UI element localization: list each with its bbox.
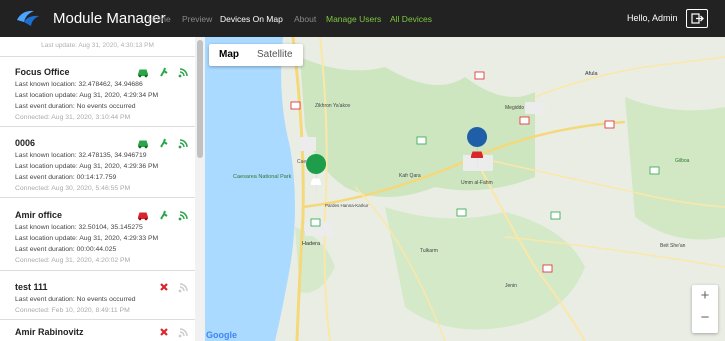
car-green-icon (138, 69, 148, 78)
zoom-control: + − (692, 285, 718, 333)
sidebar-scrollbar-thumb[interactable] (197, 40, 203, 158)
map-canvas[interactable]: Caesarea Caesarea National Park Hadera K… (205, 37, 725, 341)
map-type-satellite-button[interactable]: Satellite (257, 49, 293, 60)
map-type-control: Map Satellite (209, 44, 303, 66)
divider (0, 197, 195, 198)
app-title: Module Manager (53, 10, 166, 27)
map-label-hadera: Hadera (302, 241, 321, 247)
logout-button[interactable] (686, 9, 708, 28)
nav-manage-users[interactable]: Manage Users (326, 14, 382, 24)
device-location: Last known location: 32.478135, 34.94671… (15, 152, 147, 159)
disconnected-x-icon (160, 328, 168, 336)
map-label-pardes-hanna: Pardes Hanna-Karkur (325, 203, 369, 208)
device-connected: Connected: Feb 10, 2020, 8:49:11 PM (15, 307, 130, 314)
device-name: 0006 (15, 138, 36, 148)
divider (0, 126, 195, 127)
nav-home[interactable]: Home (148, 14, 171, 24)
car-red-icon (138, 212, 148, 221)
device-event-duration: Last event duration: 00:14:17.759 (15, 174, 117, 181)
signal-green-icon (178, 68, 188, 78)
app-logo-icon (17, 10, 39, 26)
map-label-kafr-qara: Kafr Qara (399, 173, 421, 179)
device-location-update: Last location update: Aug 31, 2020, 4:29… (15, 163, 159, 170)
device-name: Amir office (15, 210, 63, 220)
signal-gray-icon (178, 328, 188, 338)
divider (0, 319, 195, 320)
plug-green-icon (160, 67, 168, 77)
map-label-umm: Umm al-Fahm (461, 180, 493, 186)
device-connected: Connected: Aug 30, 2020, 5:46:55 PM (15, 185, 131, 192)
last-update-text: Last update: Aug 31, 2020, 4:30:13 PM (41, 42, 154, 49)
map-label-beit-shean: Beit She'an (660, 243, 686, 249)
device-list-panel (0, 37, 205, 341)
nav-all-devices[interactable]: All Devices (390, 14, 433, 24)
device-event-duration: Last event duration: 00:00:44.025 (15, 246, 117, 253)
device-location-update: Last location update: Aug 31, 2020, 4:29… (15, 235, 159, 242)
device-event-duration: Last event duration: No events occurred (15, 103, 136, 110)
map-view[interactable]: Caesarea Caesarea National Park Hadera K… (205, 37, 725, 341)
sidebar-scrollbar[interactable] (195, 37, 205, 341)
zoom-out-button[interactable]: − (700, 309, 710, 326)
map-label-tulkarm: Tulkarm (420, 248, 438, 254)
signal-green-icon (178, 139, 188, 149)
logout-icon (691, 13, 704, 24)
device-location: Last known location: 32.50104, 35.145275 (15, 224, 143, 231)
nav-devices-on-map[interactable]: Devices On Map (220, 14, 283, 24)
zoom-in-button[interactable]: + (700, 287, 710, 304)
map-label-park: Caesarea National Park (233, 174, 292, 180)
map-type-map-button[interactable]: Map (219, 49, 239, 60)
signal-green-icon (178, 211, 188, 221)
nav-about[interactable]: About (294, 14, 317, 24)
map-label-zikhron: Zikhron Ya'akov (315, 103, 351, 109)
top-navbar (0, 0, 725, 37)
device-connected: Connected: Aug 31, 2020, 4:20:02 PM (15, 257, 131, 264)
user-greeting: Hello, Admin (627, 13, 678, 23)
plug-green-icon (160, 210, 168, 220)
device-name: Amir Rabinovitz (15, 327, 84, 337)
device-marker-blue[interactable] (467, 127, 488, 171)
disconnected-x-icon (160, 283, 168, 291)
map-label-gilboa: Gilboa (675, 158, 690, 164)
device-name: Focus Office (15, 67, 70, 77)
map-label-jenin: Jenin (505, 283, 517, 289)
divider (0, 270, 195, 271)
nav-preview[interactable]: Preview (182, 14, 213, 24)
divider (0, 56, 195, 57)
map-label-megiddo: Megiddo (505, 105, 524, 111)
plug-green-icon (160, 138, 168, 148)
device-connected: Connected: Aug 31, 2020, 3:10:44 PM (15, 114, 131, 121)
device-location-update: Last location update: Aug 31, 2020, 4:29… (15, 92, 159, 99)
device-location: Last known location: 32.478462, 34.94686 (15, 81, 143, 88)
google-logo: Google (206, 330, 237, 340)
device-marker-green[interactable] (306, 154, 327, 199)
signal-gray-icon (178, 283, 188, 293)
device-name: test 111 (15, 282, 48, 292)
map-label-afula: Afula (585, 71, 598, 77)
device-event-duration: Last event duration: No events occurred (15, 296, 136, 303)
car-green-icon (138, 140, 148, 149)
